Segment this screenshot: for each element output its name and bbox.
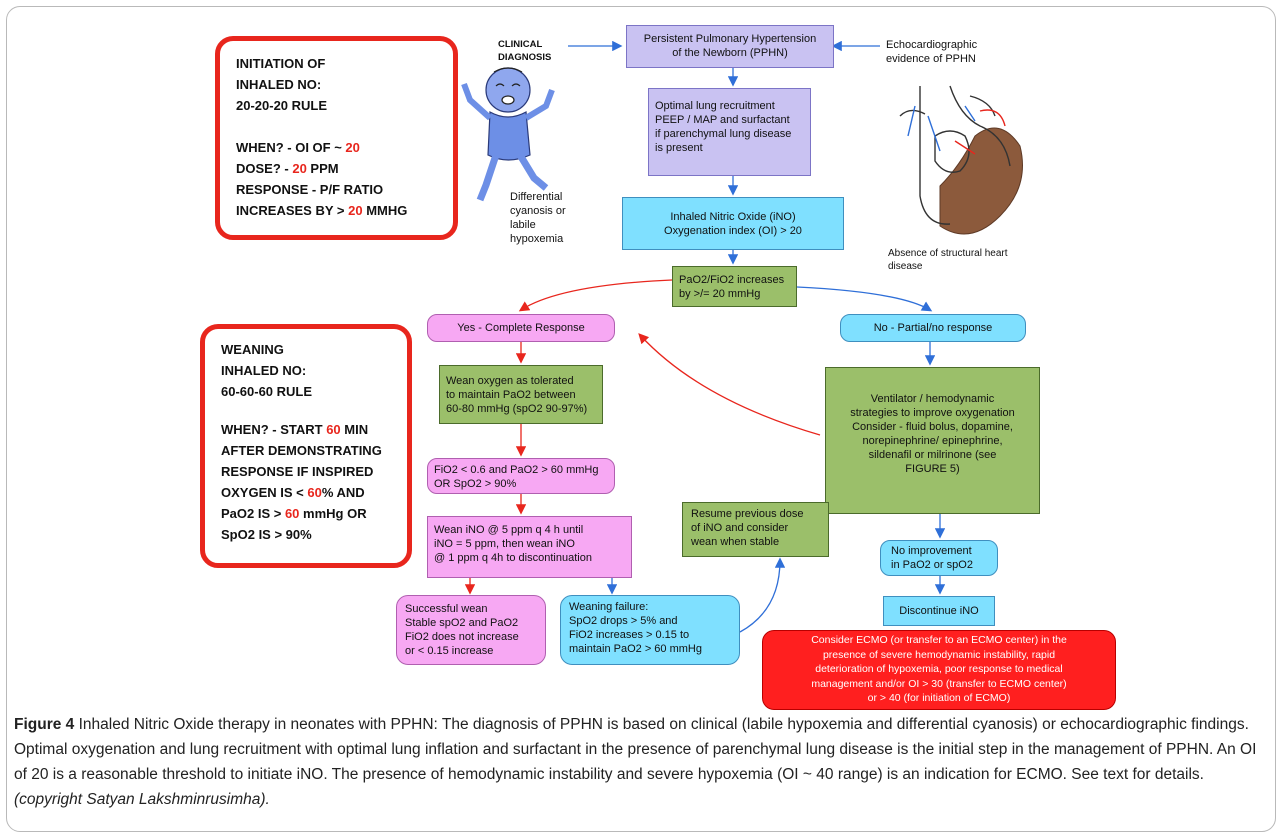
initiation-rule-box: INITIATION OF INHALED NO: 20-20-20 RULE … — [215, 36, 458, 240]
initiation-dose: DOSE? - 20 PPM — [236, 161, 339, 176]
initiation-rule-title-3: 20-20-20 RULE — [236, 98, 328, 113]
complete-response-box: Yes - Complete Response — [427, 314, 615, 342]
weaning-oxygen: OXYGEN IS < 60% AND — [221, 485, 365, 500]
heart-echo-illustration — [899, 85, 1023, 235]
recruitment-box: Optimal lung recruitment PEEP / MAP and … — [648, 88, 811, 176]
weaning-rule-title-2: INHALED NO: — [221, 363, 307, 378]
arrow-pao2-to-no — [796, 286, 933, 312]
weaning-rule-box: WEANING INHALED NO: 60-60-60 RULE WHEN? … — [200, 324, 412, 568]
weaning-rule-title-3: 60-60-60 RULE — [221, 384, 313, 399]
discontinue-ino-box: Discontinue iNO — [883, 596, 995, 626]
structural-heart-label: Absence of structural heart disease — [888, 248, 1008, 272]
caption-copyright: (copyright Satyan Lakshminrusimha). — [14, 791, 270, 808]
resume-dose-box: Resume previous dose of iNO and consider… — [682, 502, 829, 557]
initiation-response-1: RESPONSE - P/F RATIO — [236, 182, 384, 197]
successful-wean-box: Successful wean Stable spO2 and PaO2 FiO… — [396, 595, 546, 665]
weaning-rule-title-1: WEANING — [221, 342, 284, 357]
wean-oxygen-box: Wean oxygen as tolerated to maintain PaO… — [439, 365, 603, 424]
initiation-when: WHEN? - OI OF ~ 20 — [236, 140, 360, 155]
ecmo-box: Consider ECMO (or transfer to an ECMO ce… — [762, 630, 1116, 710]
initiation-rule-title-2: INHALED NO: — [236, 77, 322, 92]
ventilator-strategies-box: Ventilator / hemodynamic strategies to i… — [825, 367, 1040, 514]
wean-ino-box: Wean iNO @ 5 ppm q 4 h until iNO = 5 ppm… — [427, 516, 632, 578]
weaning-line-2: AFTER DEMONSTRATING — [221, 443, 382, 458]
pphn-box: Persistent Pulmonary Hypertension of the… — [626, 25, 834, 68]
cyanotic-baby-illustration — [461, 67, 555, 202]
echo-evidence-label: Echocardiographic evidence of PPHN — [886, 39, 978, 65]
weaning-pao2: PaO2 IS > 60 mmHg OR — [221, 506, 367, 521]
figure-label: Figure 4 — [14, 716, 75, 733]
weaning-when: WHEN? - START 60 MIN — [221, 422, 369, 437]
caption-text: Inhaled Nitric Oxide therapy in neonates… — [14, 716, 1257, 783]
partial-response-box: No - Partial/no response — [840, 314, 1026, 342]
cyanosis-label: Differential cyanosis or labile hypoxemi… — [510, 191, 566, 245]
arrow-pao2-to-yes — [518, 279, 673, 312]
arrow-ventilator-to-yes — [638, 333, 821, 436]
weaning-failure-box: Weaning failure: SpO2 drops > 5% and FiO… — [560, 595, 740, 665]
no-improvement-box: No improvement in PaO2 or spO2 — [880, 540, 998, 576]
initiation-response-2: INCREASES BY > 20 MMHG — [236, 203, 408, 218]
pao2-ratio-box: PaO2/FiO2 increases by >/= 20 mmHg — [672, 266, 797, 307]
fio2-threshold-box: FiO2 < 0.6 and PaO2 > 60 mmHg OR SpO2 > … — [427, 458, 615, 494]
clinical-diagnosis-label: CLINICAL DIAGNOSIS — [498, 39, 552, 63]
figure-caption: Figure 4 Inhaled Nitric Oxide therapy in… — [14, 712, 1272, 812]
ino-box: Inhaled Nitric Oxide (iNO) Oxygenation i… — [622, 197, 844, 250]
weaning-line-3: RESPONSE IF INSPIRED — [221, 464, 374, 479]
initiation-rule-title-1: INITIATION OF — [236, 56, 326, 71]
arrow-failure-to-resume — [739, 557, 786, 633]
weaning-spo2: SpO2 IS > 90% — [221, 527, 312, 542]
